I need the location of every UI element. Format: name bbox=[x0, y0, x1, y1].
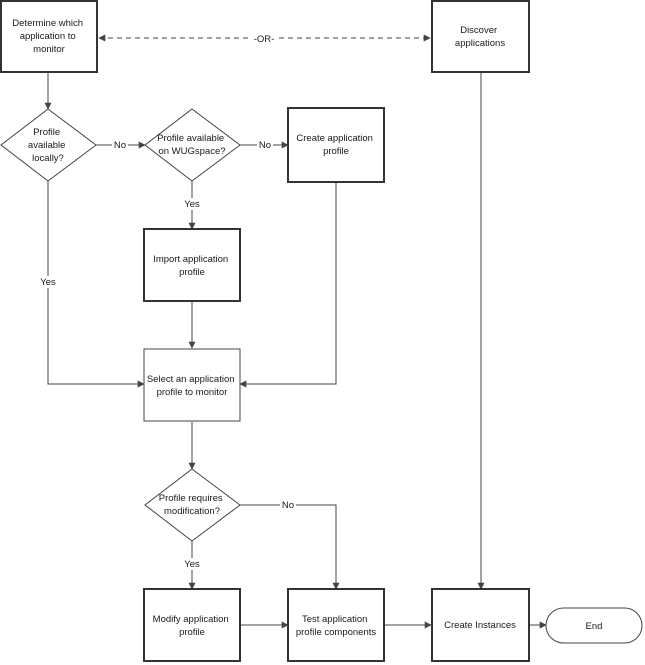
node-select-profile-shape bbox=[143, 348, 241, 422]
edge-mod-no-label-bg bbox=[280, 499, 296, 511]
node-test-profile-line: Test application bbox=[302, 614, 367, 625]
edge-mod-to-test bbox=[240, 504, 340, 590]
node-modify-profile: Modify application profile bbox=[143, 588, 241, 662]
node-create-profile: Create application profile bbox=[287, 107, 385, 183]
edge-or-label: -OR- bbox=[254, 34, 275, 45]
node-select-profile-label: Select an application profile to monitor bbox=[147, 374, 237, 398]
node-end-label: End bbox=[586, 621, 603, 632]
node-import-profile-shape bbox=[143, 228, 241, 302]
edges: -OR- No No Yes Yes No Yes bbox=[38, 31, 547, 629]
node-profile-local-line: Profile bbox=[33, 127, 60, 138]
edge-mod-no-label: No bbox=[282, 500, 294, 511]
edge-create-to-select bbox=[239, 183, 337, 388]
node-requires-mod-label: Profile requires modification? bbox=[159, 493, 226, 517]
node-create-instances-shape bbox=[431, 588, 530, 662]
edge-local-no-label-bg bbox=[112, 139, 128, 151]
node-modify-profile-line: profile bbox=[179, 627, 205, 638]
edge-wug-yes-label: Yes bbox=[184, 199, 200, 210]
node-import-profile: Import application profile bbox=[143, 228, 241, 302]
node-profile-wug: Profile available on WUGspace? bbox=[144, 108, 241, 182]
node-determine-line: Determine which bbox=[12, 18, 83, 29]
node-test-profile-shape bbox=[287, 588, 385, 662]
node-determine-label: Determine which application to monitor bbox=[12, 18, 85, 55]
node-profile-wug-line: on WUGspace? bbox=[158, 146, 225, 157]
edge-mod-yes-label-bg bbox=[182, 558, 202, 570]
node-create-instances-line: Create Instances bbox=[444, 620, 516, 631]
node-create-instances: Create Instances bbox=[431, 588, 530, 662]
node-discover-label: Discover applications bbox=[455, 25, 505, 49]
node-requires-mod-line: modification? bbox=[164, 506, 220, 517]
node-discover-shape bbox=[431, 0, 530, 73]
node-profile-local-label: Profile available locally? bbox=[28, 127, 68, 164]
node-profile-wug-label: Profile available on WUGspace? bbox=[157, 133, 227, 157]
node-modify-profile-shape bbox=[143, 588, 241, 662]
edge-wug-no-label: No bbox=[259, 140, 271, 151]
node-create-profile-line: profile bbox=[323, 146, 349, 157]
node-create-profile-shape bbox=[287, 107, 385, 183]
edge-wug-yes-label-bg bbox=[183, 198, 201, 210]
node-select-profile-line: Select an application bbox=[147, 374, 235, 385]
node-profile-wug-shape bbox=[144, 108, 241, 182]
node-test-profile: Test application profile components bbox=[287, 588, 385, 662]
node-determine-line: monitor bbox=[33, 44, 65, 55]
edge-mod-yes-label: Yes bbox=[184, 559, 200, 570]
node-determine-line: application to bbox=[20, 31, 76, 42]
edge-local-yes-label: Yes bbox=[40, 277, 56, 288]
edge-local-no-label: No bbox=[114, 140, 126, 151]
node-profile-local-line: locally? bbox=[32, 153, 64, 164]
node-requires-mod-shape bbox=[144, 468, 241, 542]
node-import-profile-label: Import application profile bbox=[153, 254, 231, 278]
node-create-profile-line: Create application bbox=[296, 133, 373, 144]
node-requires-mod: Profile requires modification? bbox=[144, 468, 241, 542]
node-select-profile: Select an application profile to monitor bbox=[143, 348, 241, 422]
node-determine-shape bbox=[0, 0, 98, 73]
edge-local-to-select bbox=[47, 181, 145, 388]
node-profile-local-shape bbox=[0, 108, 97, 182]
node-select-profile-line: profile to monitor bbox=[157, 387, 228, 398]
node-modify-profile-line: Modify application bbox=[153, 614, 229, 625]
node-end-shape bbox=[545, 607, 643, 644]
edge-or-label-bg bbox=[252, 31, 276, 45]
node-profile-local-line: available bbox=[28, 140, 66, 151]
edge-local-yes-label-bg bbox=[38, 276, 58, 288]
node-create-instances-label: Create Instances bbox=[444, 620, 516, 631]
node-profile-local: Profile available locally? bbox=[0, 108, 97, 182]
node-requires-mod-line: Profile requires bbox=[159, 493, 223, 504]
node-import-profile-line: profile bbox=[179, 267, 205, 278]
node-discover: Discover applications bbox=[431, 0, 530, 73]
node-determine: Determine which application to monitor bbox=[0, 0, 98, 73]
node-create-profile-label: Create application profile bbox=[296, 133, 375, 157]
node-modify-profile-label: Modify application profile bbox=[153, 614, 232, 638]
node-import-profile-line: Import application bbox=[153, 254, 228, 265]
node-end: End bbox=[545, 607, 643, 644]
node-end-line: End bbox=[586, 621, 603, 632]
node-profile-wug-line: Profile available bbox=[157, 133, 224, 144]
node-discover-line: Discover bbox=[460, 25, 497, 36]
node-discover-line: applications bbox=[455, 38, 505, 49]
edge-wug-no-label-bg bbox=[257, 139, 273, 151]
node-test-profile-line: profile components bbox=[296, 627, 377, 638]
node-test-profile-label: Test application profile components bbox=[296, 614, 377, 638]
